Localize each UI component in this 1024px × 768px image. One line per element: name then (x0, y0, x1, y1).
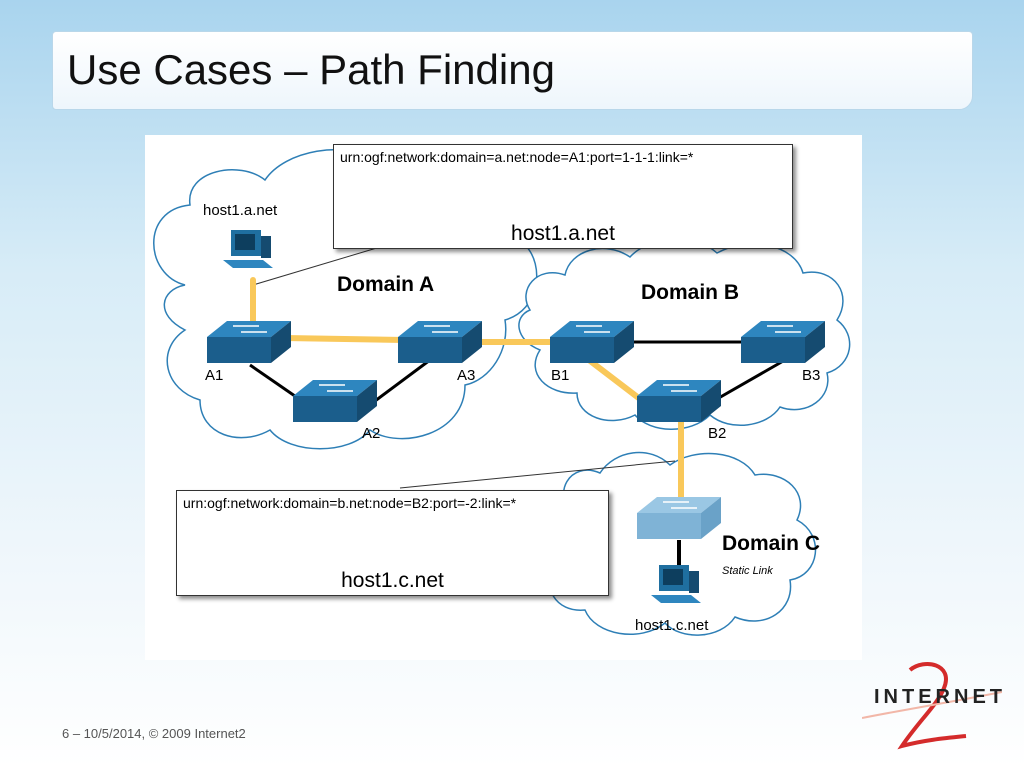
static-link-label: Static Link (722, 565, 773, 577)
switch-a2 (293, 380, 377, 422)
switch-b1 (550, 321, 634, 363)
urn-text-top: urn:ogf:network:domain=a.net:node=A1:por… (340, 149, 694, 165)
title-bar: Use Cases – Path Finding (52, 31, 973, 110)
host-label-a: host1.a.net (203, 202, 278, 219)
callout-line-top (252, 246, 381, 286)
urn-host-bottom: host1.c.net (341, 569, 444, 592)
switch-b3 (741, 321, 825, 363)
link-b2-b3 (709, 358, 786, 405)
domain-b-label: Domain B (641, 281, 740, 304)
switch-a1 (207, 321, 291, 363)
cloud-domain-b (518, 238, 851, 430)
switch-a3 (398, 321, 482, 363)
computer-icon-host-a (223, 230, 273, 268)
node-label-a1: A1 (205, 367, 224, 384)
logo-text: INTERNET (874, 686, 1006, 708)
internet2-logo-mark (861, 662, 1003, 750)
host-label-c: host1.c.net (635, 617, 709, 634)
callout-line-bottom (399, 460, 676, 489)
domain-c-label: Domain C (722, 532, 821, 555)
urn-callout-top: urn:ogf:network:domain=a.net:node=A1:por… (333, 144, 793, 249)
node-label-a3: A3 (457, 367, 476, 384)
urn-text-bottom: urn:ogf:network:domain=b.net:node=B2:por… (183, 495, 517, 511)
internet2-logo: INTERNET (861, 660, 1003, 760)
slide-footer: 6 – 10/5/2014, © 2009 Internet2 (62, 726, 246, 741)
switch-domain-c (637, 497, 721, 539)
network-diagram: urn:ogf:network:domain=a.net:node=A1:por… (145, 135, 862, 660)
urn-callout-bottom: urn:ogf:network:domain=b.net:node=B2:por… (176, 490, 609, 596)
node-label-b3: B3 (802, 367, 821, 384)
domain-a-label: Domain A (337, 273, 435, 296)
node-label-b2: B2 (708, 425, 727, 442)
computer-icon-host-c (651, 565, 701, 603)
node-label-b1: B1 (551, 367, 570, 384)
switch-b2 (637, 380, 721, 422)
slide-title: Use Cases – Path Finding (67, 46, 555, 93)
urn-host-top: host1.a.net (511, 222, 615, 245)
path-highlight (250, 277, 684, 503)
node-label-a2: A2 (362, 425, 381, 442)
link-a2-a3 (374, 358, 431, 403)
